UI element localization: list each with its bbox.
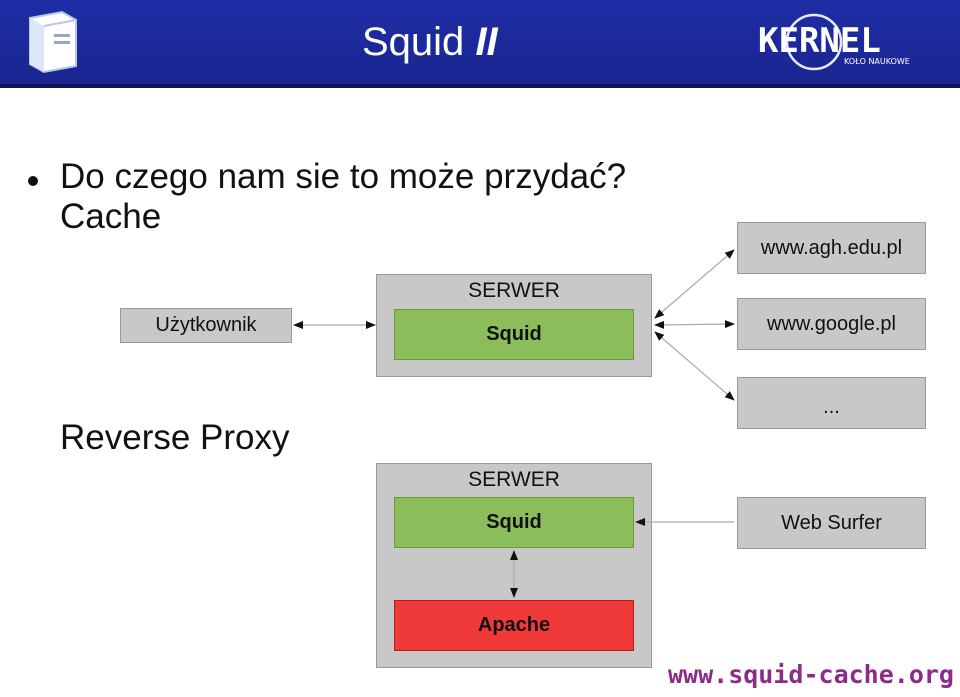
question-line: Do czego nam sie to może przydać? — [60, 157, 627, 196]
slide-title-main: Squid — [362, 20, 465, 64]
squid-label-cache: Squid — [486, 323, 542, 345]
site-label-google: www.google.pl — [767, 312, 896, 335]
reverse-proxy-line: Reverse Proxy — [60, 418, 290, 457]
squid-url-logo: www.squid-cache.org — [668, 660, 954, 689]
site-box-google: www.google.pl — [737, 298, 926, 350]
web-surfer-label: Web Surfer — [781, 511, 882, 534]
bullet-dot — [28, 176, 38, 186]
site-box-more: ... — [737, 377, 926, 429]
user-label: Użytkownik — [155, 314, 257, 336]
server-label-cache: SERWER — [468, 279, 560, 302]
site-label-more: ... — [823, 396, 840, 418]
site-box-agh: www.agh.edu.pl — [737, 222, 926, 274]
server-icon — [29, 10, 77, 74]
arrow-squid-google — [654, 320, 735, 329]
logo-subtext: KOŁO NAUKOWE — [844, 57, 910, 66]
site-label-agh: www.agh.edu.pl — [760, 236, 903, 259]
squid-box-cache: Squid — [394, 309, 634, 360]
kernel-logo: KERNEL KOŁO NAUKOWE — [758, 13, 910, 71]
arrow-squid-agh — [654, 249, 735, 319]
header-bar: Squid II KERNEL KOŁO NAUKOWE — [0, 0, 960, 88]
apache-box: Apache — [394, 600, 634, 651]
squid-box-reverse: Squid — [394, 497, 634, 548]
apache-label: Apache — [477, 614, 551, 636]
user-box: Użytkownik — [120, 308, 292, 343]
slide-title-roman: II — [475, 20, 498, 64]
cache-line: Cache — [60, 197, 162, 236]
slide-title: Squid II — [362, 20, 498, 65]
arrow-squid-more — [654, 331, 735, 401]
logo-text: KERNEL — [758, 21, 881, 61]
squid-label-reverse: Squid — [486, 511, 542, 533]
main-text: Do czego nam sie to może przydać? Cache — [60, 157, 626, 237]
server-label-reverse: SERWER — [468, 468, 560, 491]
web-surfer-box: Web Surfer — [737, 497, 926, 549]
